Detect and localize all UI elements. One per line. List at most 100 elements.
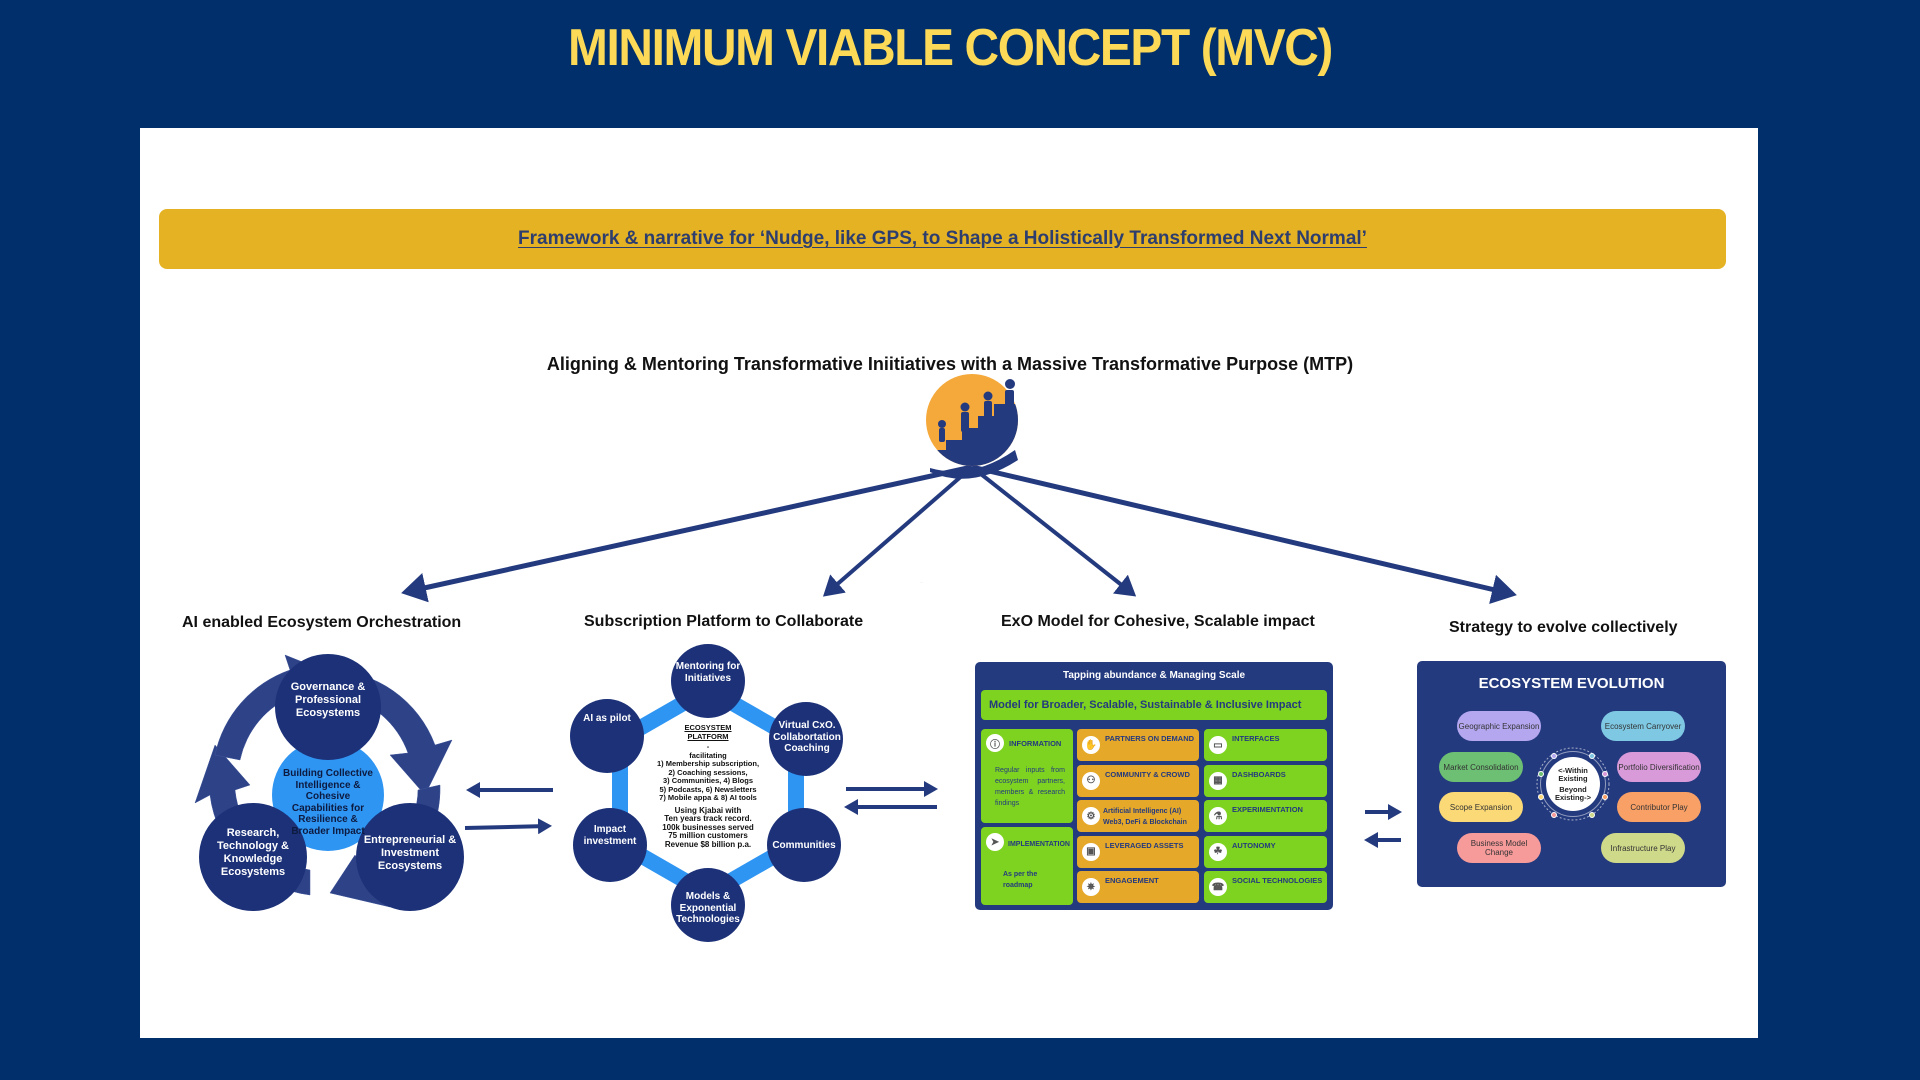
node-governance-label: Governance & Professional Ecosystems [290,681,366,719]
node-virtual-cxo [769,702,843,776]
evo-ring-dot [1602,794,1608,800]
autonomy-icon: ☘ [1209,842,1227,861]
people-climbing-logo-icon [926,374,1018,479]
arrow-to-strategy [971,464,1517,605]
social-icon: ☎ [1209,878,1227,896]
exo-item-label: Artificial Intelligenc (AI) Web3, DeFi &… [1103,808,1187,826]
node-impact-label: Impact investment [583,824,637,847]
heading-orchestration: AI enabled Ecosystem Orchestration [182,614,462,631]
experiment-icon: ⚗ [1209,807,1227,825]
exo-information-label: INFORMATION [1009,739,1062,748]
node-communities-label: Communities [772,840,836,851]
exo-item-label: PARTNERS ON DEMAND [1105,734,1195,743]
exo-item-label: ENGAGEMENT [1105,876,1159,885]
platform-stat-line: Revenue $8 billion p.a. [664,839,752,849]
node-research-label: Research, Technology & Knowledge Ecosyst… [217,827,289,878]
exo-item-label: DASHBOARDS [1232,769,1286,779]
mtp-heading: Aligning & Mentoring Transformative Inii… [546,354,1354,374]
evo-bubble: Ecosystem Carryover [1601,711,1685,741]
node-governance [275,654,381,760]
exo-item: ✵ ENGAGEMENT [1077,871,1199,903]
exo-item-label: LEVERAGED ASSETS [1105,840,1184,850]
exo-item: ▦ DASHBOARDS [1204,764,1327,797]
engagement-icon: ✵ [1082,878,1100,896]
evo-ring-dot [1602,771,1608,777]
heading-platform: Subscription Platform to Collaborate [584,613,864,630]
tiny-caption: ··· [920,580,923,584]
exo-item: ▣ LEVERAGED ASSETS [1077,835,1199,868]
framework-banner[interactable]: Framework & narrative for ‘Nudge, like G… [159,209,1726,269]
exo-item-label: EXPERIMENTATION [1232,805,1303,814]
arrow-orchestration-to-platform [464,818,552,835]
platform-feature-line: 7) Mobile appa & 8) AI tools [659,793,757,802]
orchestration-center-text: Building Collective Intelligence & Cohes… [282,768,373,837]
exo-implementation: ➤ IMPLEMENTATION As per the roadmap [981,827,1073,905]
evo-ring [1536,747,1610,821]
heading-exo: ExO Model for Cohesive, Scalable impact [1001,613,1315,630]
exo-item: ▭ INTERFACES [1204,729,1327,761]
node-mentoring-label: Mentoring for Initiatives [675,661,741,684]
platform-stat-line: Using Kjabai with [674,805,742,815]
arrow-to-exo [970,465,1137,597]
evo-panel-title: ECOSYSTEM EVOLUTION [1478,675,1665,692]
node-models-label: Models & Exponential Technologies [676,891,740,925]
exo-model-banner: Model for Broader, Scalable, Sustainable… [981,690,1327,720]
exo-item: ⚗ EXPERIMENTATION [1204,800,1327,832]
exo-item: ⚇COMMUNITY & CROWD [1077,764,1199,797]
arrow-to-platform [822,465,974,597]
interface-icon: ▭ [1209,736,1227,754]
evo-center-beyond: Beyond Existing-> [1554,784,1592,802]
platform-feature-line: - [706,742,710,751]
exo-item: ☘ AUTONOMY [1204,835,1327,868]
exo-information-desc: Regular inputs from ecosystem partners, … [995,767,1065,807]
dashboard-icon: ▦ [1209,771,1227,790]
exo-model-panel: Tapping abundance & Managing Scale Model… [975,662,1333,910]
exo-information: ⓘ INFORMATION Regular inputs from ecosys… [981,729,1073,823]
node-virtual-cxo-label: Virtual CxO. Collabortation Coaching [773,720,841,754]
center-circle [272,739,384,851]
evo-center-circle: <-Within Existing Beyond Existing-> [1546,757,1600,811]
platform-feature-line: facilitating [689,750,727,760]
node-ai-pilot-label: AI as pilot [583,713,631,724]
platform-feature-line: 2) Coaching sessions, [668,767,748,777]
arrow-to-orchestration [401,464,973,603]
evo-bubble: Scope Expansion [1439,792,1523,822]
evo-center-within: <-Within Existing [1558,765,1588,783]
node-impact [573,808,647,882]
node-communities [767,808,841,882]
node-models [671,868,745,942]
exo-panel-title: Tapping abundance & Managing Scale [1062,670,1246,681]
evo-bubble: Geographic Expansion [1457,711,1541,741]
platform-stat-line: 75 million customers [668,831,748,840]
platform-stat-line: Ten years track record. [664,814,752,823]
platform-hexagon-diagram [570,644,843,942]
evo-bubble: Business Model Change [1457,833,1541,863]
evo-bubble: Market Consolidation [1439,752,1523,782]
evo-ring-dot [1538,771,1544,777]
orchestration-cycle-diagram [194,654,464,911]
evo-ring-dot [1551,812,1557,818]
platform-feature-line: 3) Communities, 4) Blogs [662,776,753,785]
exo-item: ⚙Artificial Intelligenc (AI) Web3, DeFi … [1077,800,1199,832]
evo-ring-dot [1551,753,1557,759]
evo-ring-dot [1589,812,1595,818]
exo-item-label: AUTONOMY [1232,840,1276,850]
assets-icon: ▣ [1082,842,1100,861]
hexagon-center [628,698,788,885]
exo-item-label: INTERFACES [1232,734,1280,743]
node-entrepreneurial-label: Entrepreneurial & Investment Ecosystems [363,834,457,872]
evo-bubble: Portfolio Diversification [1617,752,1701,782]
evo-ring-dot [1589,753,1595,759]
node-research [199,803,307,911]
evo-bubble: Infrastructure Play [1601,833,1685,863]
platform-center-title: ECOSYSTEM PLATFORM [684,723,732,741]
info-icon: ⓘ [986,734,1004,752]
rocket-icon: ➤ [986,833,1004,851]
framework-link[interactable]: Framework & narrative for ‘Nudge, like G… [518,228,1367,249]
exo-implementation-desc: As per the roadmap [1003,871,1038,889]
exo-item-label: COMMUNITY & CROWD [1105,769,1190,779]
